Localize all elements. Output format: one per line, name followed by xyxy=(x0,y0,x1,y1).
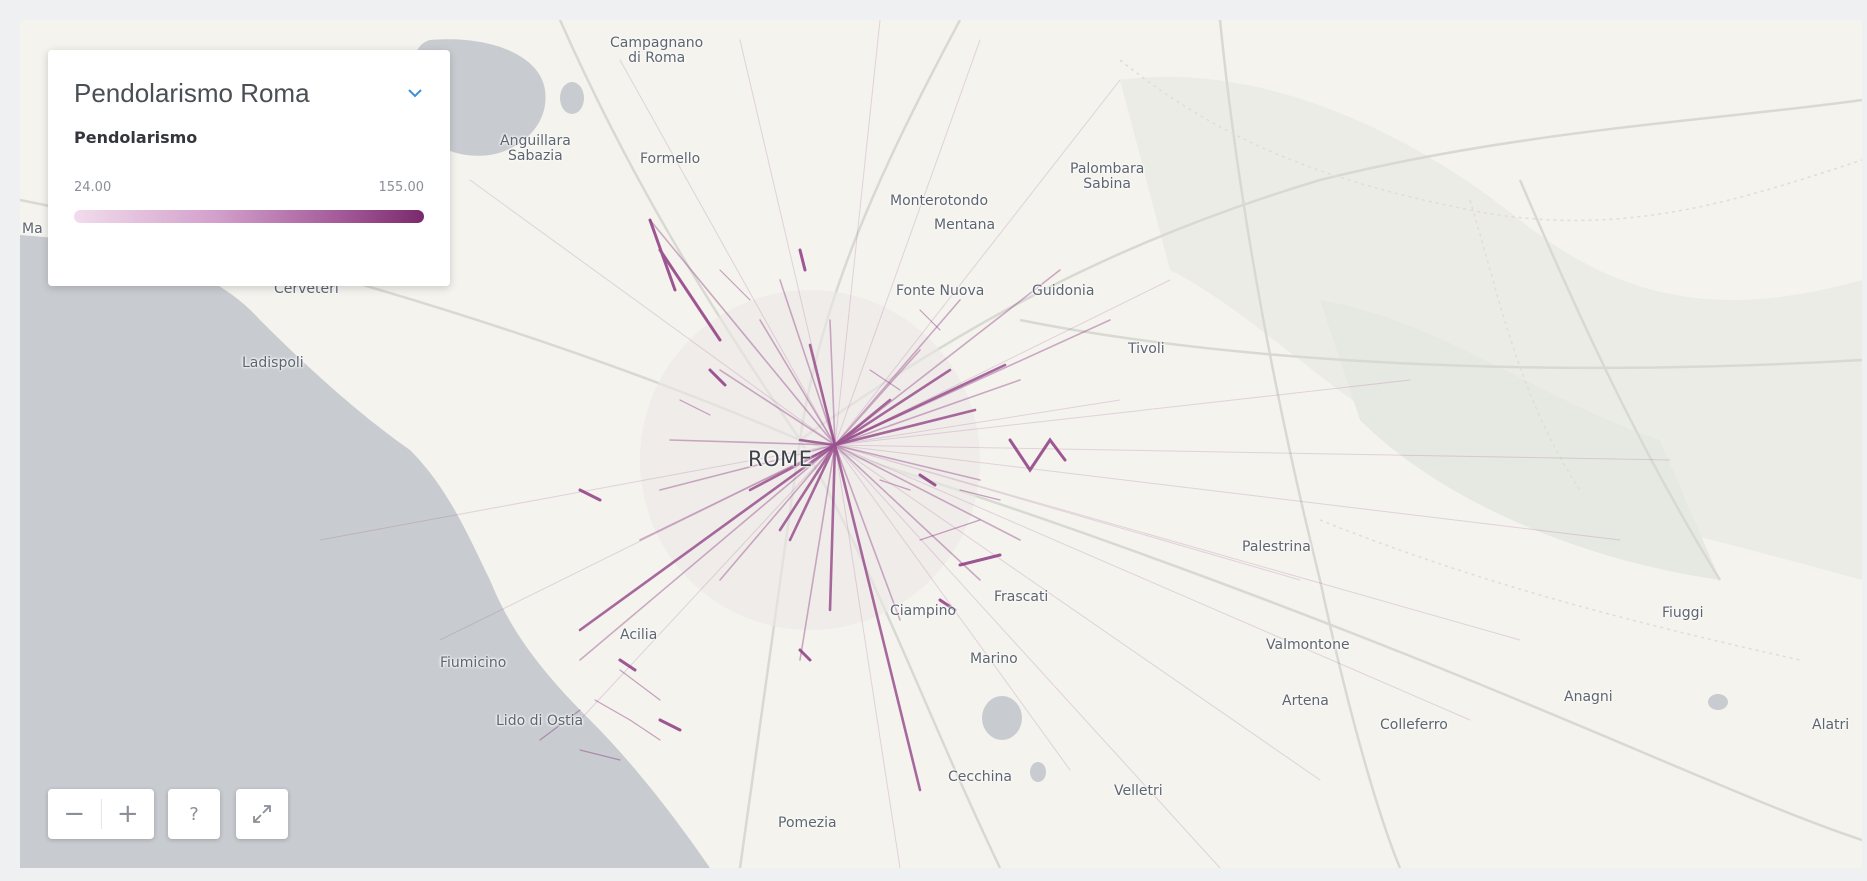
chevron-down-icon[interactable] xyxy=(404,82,426,104)
zoom-out-button[interactable]: − xyxy=(63,799,86,829)
legend-title: Pendolarismo Roma xyxy=(74,78,310,108)
legend-color-ramp xyxy=(74,210,424,223)
place-valmontone: Valmontone xyxy=(1266,637,1350,653)
place-campagnano: Campagnano di Roma xyxy=(610,35,704,66)
zoom-in-button[interactable]: + xyxy=(116,799,139,829)
expand-arrows-icon xyxy=(253,805,271,823)
place-palombara: Palombara Sabina xyxy=(1070,161,1145,192)
place-anagni: Anagni xyxy=(1564,689,1613,705)
sea xyxy=(20,235,710,868)
place-monterotondo: Monterotondo xyxy=(890,193,989,209)
place-ladispoli: Ladispoli xyxy=(242,355,304,371)
place-fiumicino: Fiumicino xyxy=(440,655,507,671)
place-cecchina: Cecchina xyxy=(948,769,1012,785)
legend-range-max: 155.00 xyxy=(378,180,425,195)
legend-layer-name: Pendolarismo xyxy=(74,128,198,147)
flow-lines xyxy=(319,20,1671,868)
place-tivoli: Tivoli xyxy=(1128,341,1165,357)
legend-panel: Pendolarismo Roma Pendolarismo 24.00 155… xyxy=(48,50,450,286)
place-velletri: Velletri xyxy=(1114,783,1163,799)
place-formello: Formello xyxy=(640,151,701,167)
help-button[interactable]: ? xyxy=(168,789,220,839)
lake-albano xyxy=(982,696,1022,740)
place-mentana: Mentana xyxy=(934,217,996,233)
place-frascati: Frascati xyxy=(994,589,1049,605)
place-ma: Ma xyxy=(22,221,43,237)
place-anguillara: Anguillara Sabazia xyxy=(500,133,571,164)
place-acilia: Acilia xyxy=(620,627,658,643)
place-fiuggi: Fiuggi xyxy=(1662,605,1704,621)
place-colleferro: Colleferro xyxy=(1380,717,1448,733)
fullscreen-button[interactable] xyxy=(236,789,288,839)
legend-range-min: 24.00 xyxy=(74,180,112,195)
place-pomezia: Pomezia xyxy=(778,815,837,831)
place-guidonia: Guidonia xyxy=(1032,283,1095,299)
place-alatri: Alatri xyxy=(1812,717,1850,733)
lake-martignano xyxy=(560,82,584,114)
zoom-divider xyxy=(100,799,102,829)
help-label: ? xyxy=(189,803,199,825)
place-palestrina: Palestrina xyxy=(1242,539,1311,555)
place-lido: Lido di Ostia xyxy=(496,713,584,729)
place-artena: Artena xyxy=(1282,693,1329,709)
place-ciampino: Ciampino xyxy=(890,603,957,619)
place-marino: Marino xyxy=(970,651,1018,667)
lake-nemi xyxy=(1030,762,1046,782)
place-rome: ROME xyxy=(748,447,813,471)
zoom-controls: − + xyxy=(48,789,154,839)
place-fonte-nuova: Fonte Nuova xyxy=(896,283,985,299)
